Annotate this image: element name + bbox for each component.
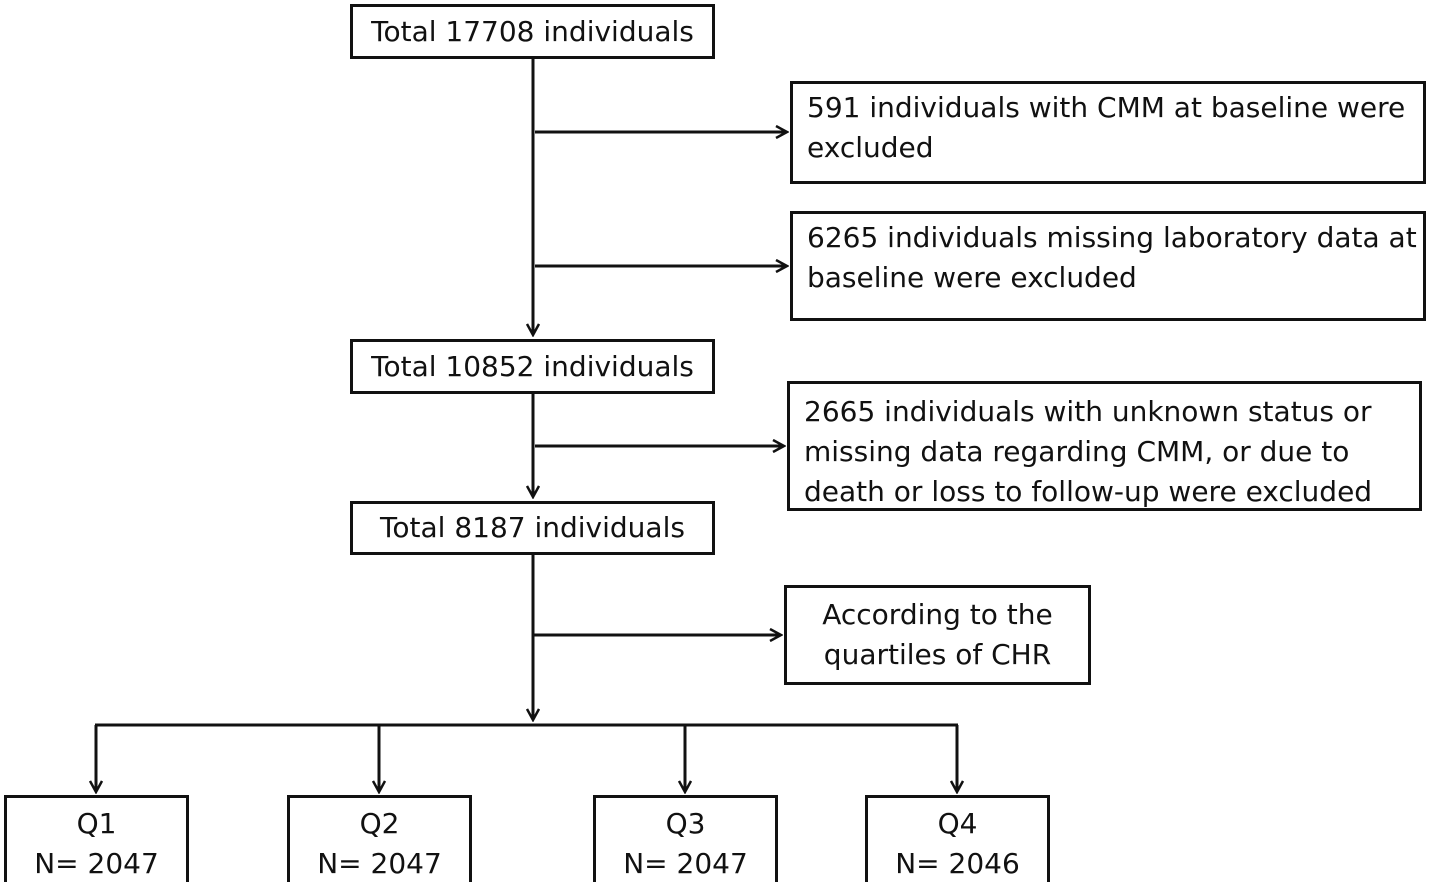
quartile-count: N= 2047 (623, 847, 748, 880)
node-exclusion-cmm-baseline: 591 individuals with CMM at baseline wer… (790, 81, 1426, 184)
node-total-after-baseline: Total 10852 individuals (350, 339, 715, 394)
split-note-line-1: According to the (822, 598, 1053, 631)
node-quartile-q4: Q4 N= 2046 (865, 795, 1050, 882)
node-quartile-q3: Q3 N= 2047 (593, 795, 778, 882)
node-total-initial: Total 17708 individuals (350, 4, 715, 59)
exclusion-3-line-2: missing data regarding CMM, or due to (804, 435, 1350, 468)
exclusion-2-line-2: baseline were excluded (807, 261, 1137, 294)
quartile-count: N= 2046 (895, 847, 1020, 880)
node-total-initial-label: Total 17708 individuals (371, 14, 694, 48)
exclusion-1-line-1: 591 individuals with CMM at baseline wer… (807, 91, 1406, 124)
quartile-label: Q4 (937, 807, 978, 840)
exclusion-2-line-1: 6265 individuals missing laboratory data… (807, 221, 1417, 254)
quartile-count: N= 2047 (317, 847, 442, 880)
node-total-final: Total 8187 individuals (350, 501, 715, 555)
quartile-label: Q3 (665, 807, 706, 840)
split-note-line-2: quartiles of CHR (823, 638, 1052, 671)
exclusion-1-line-2: excluded (807, 131, 934, 164)
node-total-final-label: Total 8187 individuals (380, 511, 685, 544)
quartile-label: Q2 (359, 807, 400, 840)
quartile-count: N= 2047 (34, 847, 159, 880)
node-exclusion-followup: 2665 individuals with unknown status or … (787, 381, 1422, 511)
node-exclusion-missing-lab: 6265 individuals missing laboratory data… (790, 211, 1426, 321)
quartile-label: Q1 (76, 807, 117, 840)
exclusion-3-line-1: 2665 individuals with unknown status or (804, 395, 1372, 428)
node-quartile-q1: Q1 N= 2047 (4, 795, 189, 882)
node-quartile-split-note: According to the quartiles of CHR (784, 585, 1091, 685)
exclusion-3-line-3: death or loss to follow-up were excluded (804, 475, 1373, 508)
node-total-after-baseline-label: Total 10852 individuals (371, 349, 694, 383)
node-quartile-q2: Q2 N= 2047 (287, 795, 472, 882)
